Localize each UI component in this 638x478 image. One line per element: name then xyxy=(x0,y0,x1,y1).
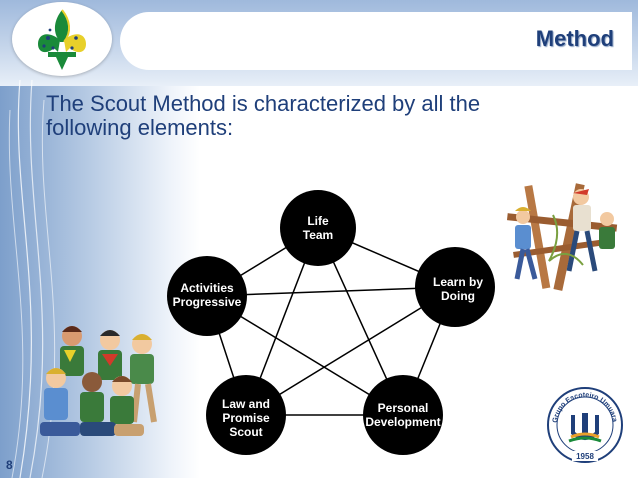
scouts-building-clipart-icon xyxy=(506,183,618,291)
label-life-team-line2: Team xyxy=(302,228,334,242)
logo-badge xyxy=(12,2,112,76)
edge-law-learn xyxy=(245,286,456,416)
label-activities-progressive-line1: Activities xyxy=(180,281,234,295)
fleur-de-lis-logo-icon xyxy=(38,9,86,70)
label-learn-by-doing: Learn by Doing xyxy=(418,275,498,303)
label-learn-by-doing-line2: Doing xyxy=(441,289,475,303)
scouts-group-clipart-icon xyxy=(40,326,157,436)
label-personal-development-line1: Personal xyxy=(377,401,429,415)
group-stamp-logo-icon: Grupo Escoteiro Umuarama 1958 xyxy=(545,385,623,463)
label-activities-progressive-line2: Progressive xyxy=(172,295,242,309)
intro-text: The Scout Method is characterized by all… xyxy=(46,92,566,140)
label-personal-development-line2: Development xyxy=(365,415,441,429)
node-law-and-promise xyxy=(206,375,286,455)
node-life-team xyxy=(280,190,356,266)
slide-title: Method xyxy=(535,26,614,51)
page-number: 8 xyxy=(6,458,13,472)
title-bar: Method xyxy=(120,12,632,70)
edge-activities-learn xyxy=(206,286,456,297)
stamp-year: 1958 xyxy=(576,452,594,461)
label-life-team: Life Team xyxy=(283,214,353,242)
label-law-and-promise-line2: Promise xyxy=(222,411,270,425)
label-law-and-promise-line3: Scout xyxy=(229,425,263,439)
label-law-and-promise-line1: Law and xyxy=(221,397,270,411)
node-activities-progressive xyxy=(167,256,247,336)
label-law-and-promise: Law and Promise Scout xyxy=(206,397,286,439)
intro-line-1: The Scout Method is characterized by all… xyxy=(46,91,481,116)
label-life-team-line1: Life xyxy=(307,214,329,228)
label-activities-progressive: Activities Progressive xyxy=(165,281,249,309)
node-learn-by-doing xyxy=(415,247,495,327)
label-personal-development: Personal Development xyxy=(358,401,448,429)
label-learn-by-doing-line1: Learn by xyxy=(432,275,483,289)
node-personal-development xyxy=(363,375,443,455)
intro-line-2: following elements: xyxy=(46,115,234,140)
